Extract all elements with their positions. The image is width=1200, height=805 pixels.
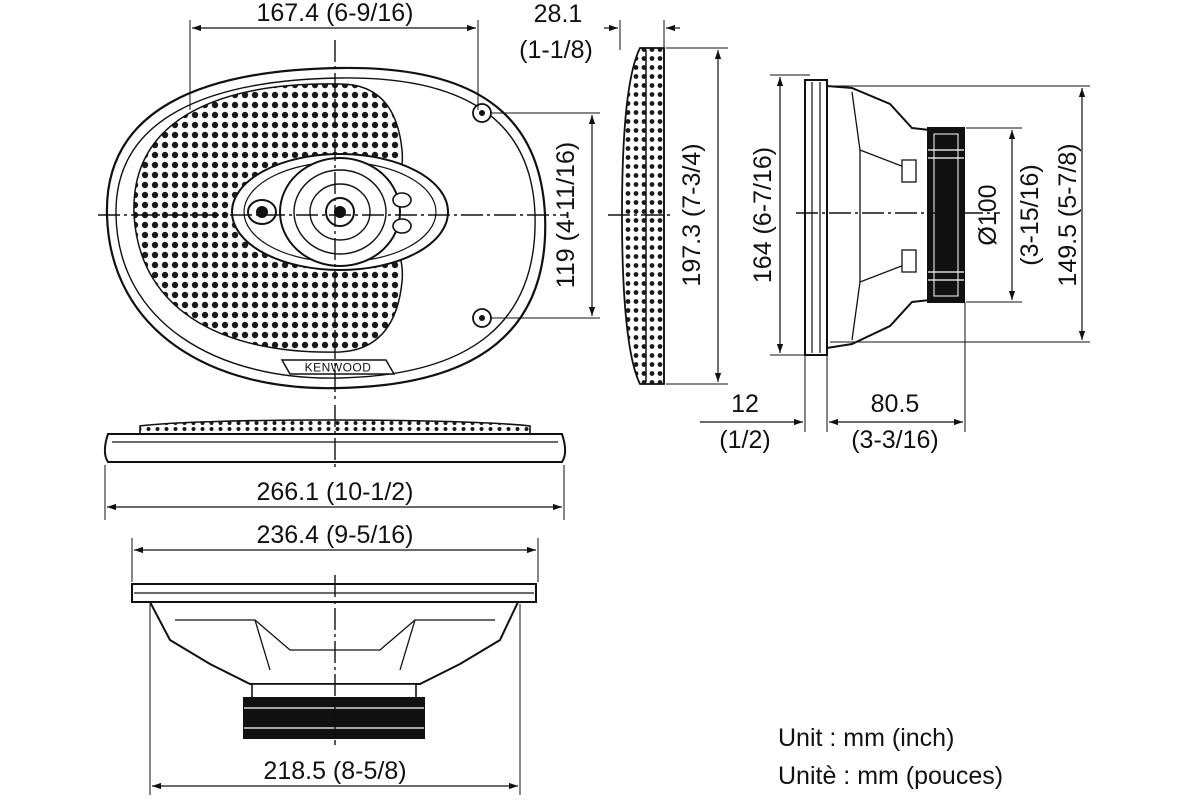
unit-french-label: Unitè : mm (pouces): [778, 762, 1003, 790]
magnet-diameter-inch-label: (3-15/16): [1016, 164, 1044, 265]
flange-thickness-label: 12: [731, 390, 759, 418]
basket-width-label: 218.5 (8-5/8): [263, 757, 406, 785]
bottom-basket-view: [131, 575, 537, 745]
grille-width-label: 167.4 (6-9/16): [256, 0, 413, 27]
dimension-depth-group: 12 (1/2) 80.5 (3-3/16): [700, 302, 966, 454]
flange-thickness-inch-label: (1/2): [719, 426, 770, 454]
front-view: KENWOOD: [105, 66, 547, 390]
hole-spacing-label: 119 (4-11/16): [552, 142, 580, 288]
dimension-grille-width: 167.4 (6-9/16): [189, 0, 479, 110]
basket-height-label: 149.5 (5-7/8): [1054, 143, 1082, 286]
front-depth-inch-label: (1-1/8): [519, 36, 593, 64]
side-profile-view: [608, 47, 672, 385]
mount-depth-label: 80.5: [871, 390, 920, 418]
magnet-diameter-label: Ø100: [974, 184, 1002, 245]
frame-height-label: 164 (6-7/16): [749, 147, 777, 283]
outer-height-label: 197.3 (7-3/4): [678, 143, 706, 286]
dimension-basket-width: 218.5 (8-5/8): [149, 604, 521, 795]
overall-width-label: 266.1 (10-1/2): [256, 478, 413, 506]
dimension-outer-height: 197.3 (7-3/4): [666, 47, 728, 385]
dimension-overall-width: 266.1 (10-1/2): [104, 465, 565, 520]
dimension-hole-spacing: 119 (4-11/16): [490, 112, 600, 319]
dimension-frame-height: 164 (6-7/16): [749, 74, 810, 356]
units-note: Unit : mm (inch) Unitè : mm (pouces): [778, 724, 1003, 790]
unit-english-label: Unit : mm (inch): [778, 724, 954, 752]
dimension-basket-height: 149.5 (5-7/8): [830, 85, 1090, 343]
dimension-magnet-diameter: Ø100 (3-15/16): [966, 127, 1044, 303]
dimension-front-depth: 28.1 (1-1/8): [519, 0, 680, 64]
dimension-cutout-width: 236.4 (9-5/16): [131, 521, 539, 582]
mount-depth-inch-label: (3-3/16): [851, 426, 939, 454]
front-depth-label: 28.1: [534, 0, 583, 28]
front-view-centerlines: [98, 40, 568, 400]
top-profile-view: [104, 405, 566, 470]
side-basket-view: [796, 79, 1000, 356]
brand-logo: KENWOOD: [305, 361, 372, 375]
cutout-width-label: 236.4 (9-5/16): [256, 521, 413, 549]
